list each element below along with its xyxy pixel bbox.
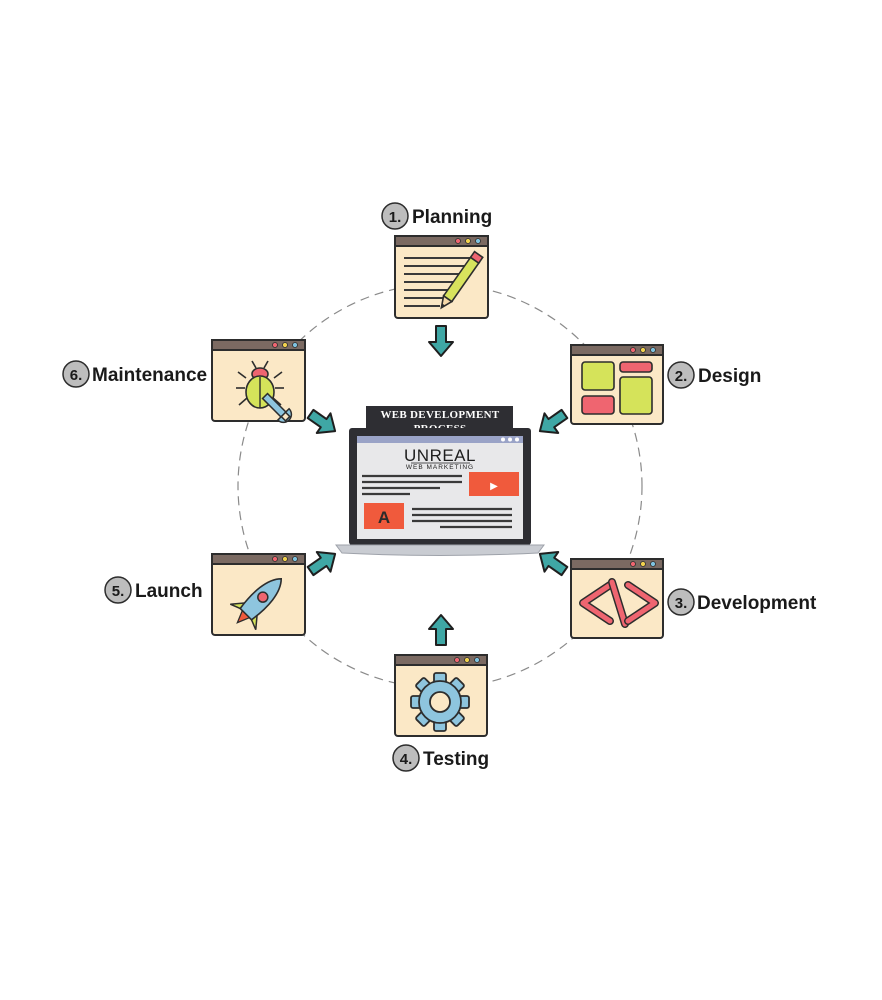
step-design: 2. Design bbox=[570, 344, 761, 425]
video-thumbnail bbox=[469, 472, 519, 496]
center-title-line1: WEB DEVELOPMENT bbox=[380, 409, 499, 421]
code-tag-icon bbox=[579, 578, 659, 628]
arrows bbox=[306, 325, 569, 646]
step-label: Design bbox=[698, 366, 761, 387]
arrow-planning bbox=[428, 325, 454, 357]
arrow-development bbox=[538, 551, 569, 577]
step-label: Planning bbox=[412, 207, 492, 228]
step-label: Launch bbox=[135, 581, 203, 602]
brand-logo: UNREAL bbox=[404, 446, 476, 465]
ad-block bbox=[364, 503, 404, 529]
step-number: 2. bbox=[675, 368, 688, 385]
step-number: 4. bbox=[400, 751, 413, 768]
center-laptop: WEB DEVELOPMENT PROCESS UNREAL WEB MARKE… bbox=[335, 406, 545, 556]
arrow-maintenance bbox=[306, 408, 337, 434]
step-planning: 1. Planning bbox=[381, 202, 492, 319]
step-label: Maintenance bbox=[92, 365, 207, 386]
step-maintenance: 6. Maintenance bbox=[62, 339, 306, 424]
step-launch: 5. Launch bbox=[104, 553, 306, 636]
step-number: 3. bbox=[675, 595, 688, 612]
content-lines bbox=[362, 474, 512, 529]
step-number-badge bbox=[381, 202, 409, 230]
pencil-notes-icon bbox=[404, 250, 484, 310]
arrow-design bbox=[538, 408, 569, 434]
step-number: 6. bbox=[70, 367, 83, 384]
gear-icon bbox=[410, 672, 470, 732]
step-number-badge bbox=[104, 576, 132, 604]
step-testing: 4. Testing bbox=[392, 654, 489, 772]
arrow-testing bbox=[428, 614, 454, 646]
step-label: Testing bbox=[423, 749, 489, 770]
step-number-badge bbox=[392, 744, 420, 772]
layout-blocks-icon bbox=[581, 361, 653, 415]
brand-subtitle: WEB MARKETING bbox=[406, 464, 474, 471]
step-label: Development bbox=[697, 593, 817, 614]
step-number-badge bbox=[667, 588, 695, 616]
step-number-badge bbox=[62, 360, 90, 388]
step-number: 5. bbox=[112, 583, 125, 600]
rocket-icon bbox=[230, 577, 283, 630]
step-number-badge bbox=[667, 361, 695, 389]
laptop-base bbox=[335, 544, 545, 556]
step-development: 3. Development bbox=[570, 558, 817, 639]
bug-wrench-icon bbox=[236, 360, 293, 424]
play-icon: ▶ bbox=[490, 481, 498, 492]
ad-letter: A bbox=[378, 508, 390, 527]
arrow-launch bbox=[306, 551, 337, 577]
step-number: 1. bbox=[389, 209, 402, 226]
